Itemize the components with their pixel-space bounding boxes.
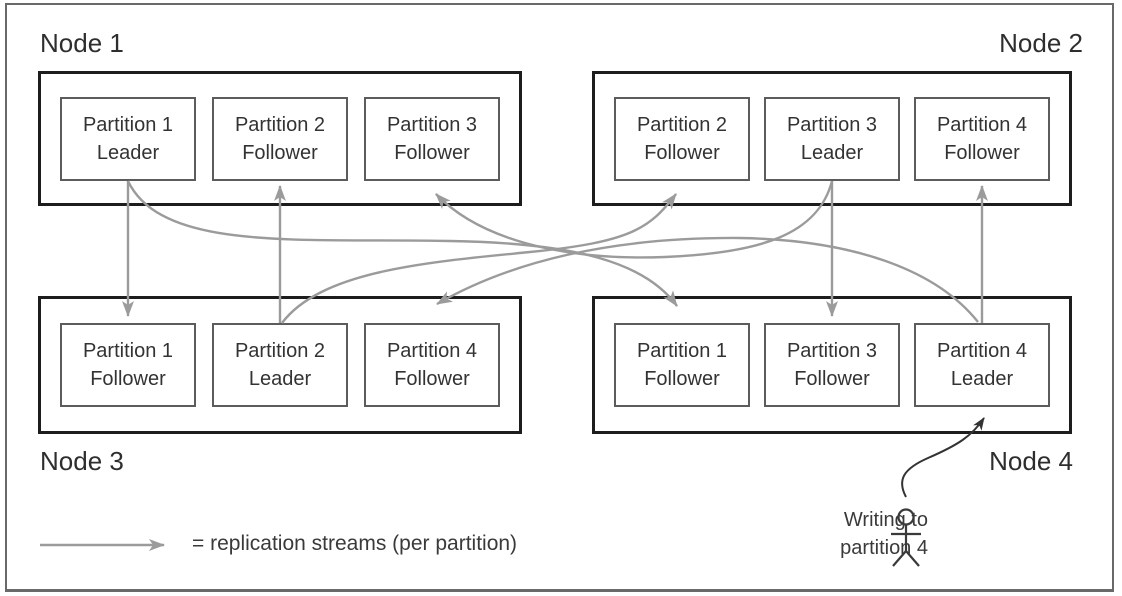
partition-role: Follower xyxy=(644,368,720,390)
node-3-box: Partition 1 Follower Partition 2 Leader … xyxy=(38,296,522,434)
partition-name: Partition 1 xyxy=(82,340,174,362)
node4-partition4-leader-box: Partition 4 Leader xyxy=(914,323,1050,407)
node2-partition4-follower-box: Partition 4 Follower xyxy=(914,96,1050,181)
partition-name: Partition 2 xyxy=(636,113,728,136)
partition-name: Partition 3 xyxy=(386,113,478,136)
node3-partition2-leader-box: Partition 2 Leader xyxy=(212,323,348,407)
partition-name: Partition 3 xyxy=(786,340,878,362)
annotation-line-2: partition 4 xyxy=(840,537,928,559)
partition-role: Follower xyxy=(644,141,720,164)
partition-role: Follower xyxy=(242,141,318,164)
partition-role: Follower xyxy=(90,368,166,390)
client-write-annotation: Writing to partition 4 xyxy=(738,506,928,562)
partition-role: Follower xyxy=(944,141,1020,164)
partition-name: Partition 3 xyxy=(786,113,878,136)
node2-partition2-follower-box: Partition 2 Follower xyxy=(614,96,750,181)
partition-name: Partition 4 xyxy=(386,340,478,362)
partition-role: Leader xyxy=(96,141,160,164)
partition-name: Partition 4 xyxy=(936,340,1028,362)
node-4-box: Partition 1 Follower Partition 3 Followe… xyxy=(592,296,1072,434)
figure-border xyxy=(5,3,1114,592)
node-1-box: Partition 1 Leader Partition 2 Follower … xyxy=(38,71,522,206)
partition-role: Follower xyxy=(794,368,870,390)
partition-role: Follower xyxy=(394,141,470,164)
node1-partition1-leader-box: Partition 1 Leader xyxy=(60,96,196,181)
node-4-label: Node 4 xyxy=(989,446,1073,476)
node3-partition4-follower-box: Partition 4 Follower xyxy=(364,323,500,407)
legend-text: = replication streams (per partition) xyxy=(192,532,518,555)
partition-role: Leader xyxy=(800,141,864,164)
node1-partition2-follower-box: Partition 2 Follower xyxy=(212,96,348,181)
node-3-label: Node 3 xyxy=(40,446,124,476)
partition-role: Leader xyxy=(248,368,312,390)
node-1-label: Node 1 xyxy=(40,28,124,58)
node-2-box: Partition 2 Follower Partition 3 Leader … xyxy=(592,71,1072,206)
partition-role: Leader xyxy=(950,368,1014,390)
partition-name: Partition 1 xyxy=(636,340,728,362)
partition-name: Partition 4 xyxy=(936,113,1028,136)
node4-partition1-follower-box: Partition 1 Follower xyxy=(614,323,750,407)
node-2-label: Node 2 xyxy=(999,28,1083,58)
node2-partition3-leader-box: Partition 3 Leader xyxy=(764,96,900,181)
node3-partition1-follower-box: Partition 1 Follower xyxy=(60,323,196,407)
partition-role: Follower xyxy=(394,368,470,390)
node1-partition3-follower-box: Partition 3 Follower xyxy=(364,96,500,181)
annotation-line-1: Writing to xyxy=(843,509,928,531)
partition-name: Partition 1 xyxy=(82,113,174,136)
node4-partition3-follower-box: Partition 3 Follower xyxy=(764,323,900,407)
partition-name: Partition 2 xyxy=(234,340,326,362)
partition-name: Partition 2 xyxy=(234,113,326,136)
